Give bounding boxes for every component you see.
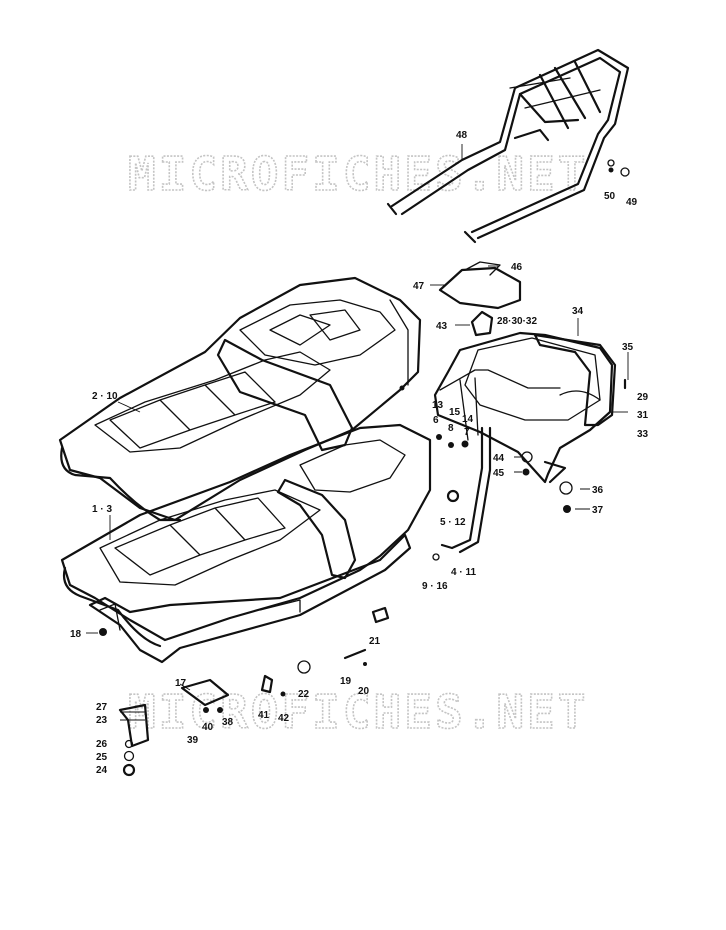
hardware-drawing [118, 159, 630, 777]
callout-35: 35 [622, 342, 634, 353]
callout-labels: 48 50 49 46 47 43 28·30·32 34 35 29 31 3… [70, 130, 649, 776]
callout-1-3: 1 · 3 [92, 504, 112, 515]
callout-2-10: 2 · 10 [92, 391, 118, 402]
callout-4-11: 4 · 11 [451, 567, 476, 578]
callout-19: 19 [340, 676, 352, 687]
callout-42: 42 [278, 713, 290, 724]
callout-8: 8 [448, 423, 454, 434]
callout-44: 44 [493, 453, 505, 464]
callout-27: 27 [96, 702, 108, 713]
callout-50: 50 [604, 191, 616, 202]
callout-39: 39 [187, 735, 199, 746]
callout-6: 6 [433, 415, 439, 426]
callout-26: 26 [96, 739, 108, 750]
callout-20: 20 [358, 686, 370, 697]
callout-17: 17 [175, 678, 187, 689]
callout-31: 31 [637, 410, 649, 421]
callout-37: 37 [592, 505, 604, 516]
callout-47: 47 [413, 281, 425, 292]
callout-18: 18 [70, 629, 82, 640]
tail-box-drawing [433, 261, 617, 554]
callout-29: 29 [637, 392, 649, 403]
luggage-rack-drawing [386, 48, 630, 244]
callout-34: 34 [572, 306, 584, 317]
callout-21: 21 [369, 636, 381, 647]
watermark-bottom: MICROFICHES.NET [128, 685, 588, 739]
callout-36: 36 [592, 485, 604, 496]
watermark-top: MICROFICHES.NET [128, 147, 588, 201]
callout-5-12: 5 · 12 [440, 517, 466, 528]
callout-41: 41 [258, 710, 270, 721]
callout-25: 25 [96, 752, 108, 763]
seat-upper-drawing [58, 276, 422, 522]
callout-38: 38 [222, 717, 234, 728]
callout-7: 7 [464, 427, 470, 438]
callout-33: 33 [637, 429, 649, 440]
callout-49: 49 [626, 197, 638, 208]
callout-40: 40 [202, 722, 214, 733]
callout-24: 24 [96, 765, 108, 776]
callout-23: 23 [96, 715, 108, 726]
callout-45: 45 [493, 468, 505, 479]
callout-22: 22 [298, 689, 310, 700]
leader-lines [86, 144, 629, 721]
callout-43: 43 [436, 321, 448, 332]
callout-13: 13 [432, 400, 444, 411]
callout-48: 48 [456, 130, 468, 141]
seat-lower-drawing [60, 423, 432, 664]
callout-15: 15 [449, 407, 461, 418]
callout-28-30-32: 28·30·32 [497, 316, 537, 327]
callout-9-16: 9 · 16 [422, 581, 448, 592]
callout-14: 14 [462, 414, 474, 425]
callout-46: 46 [511, 262, 523, 273]
